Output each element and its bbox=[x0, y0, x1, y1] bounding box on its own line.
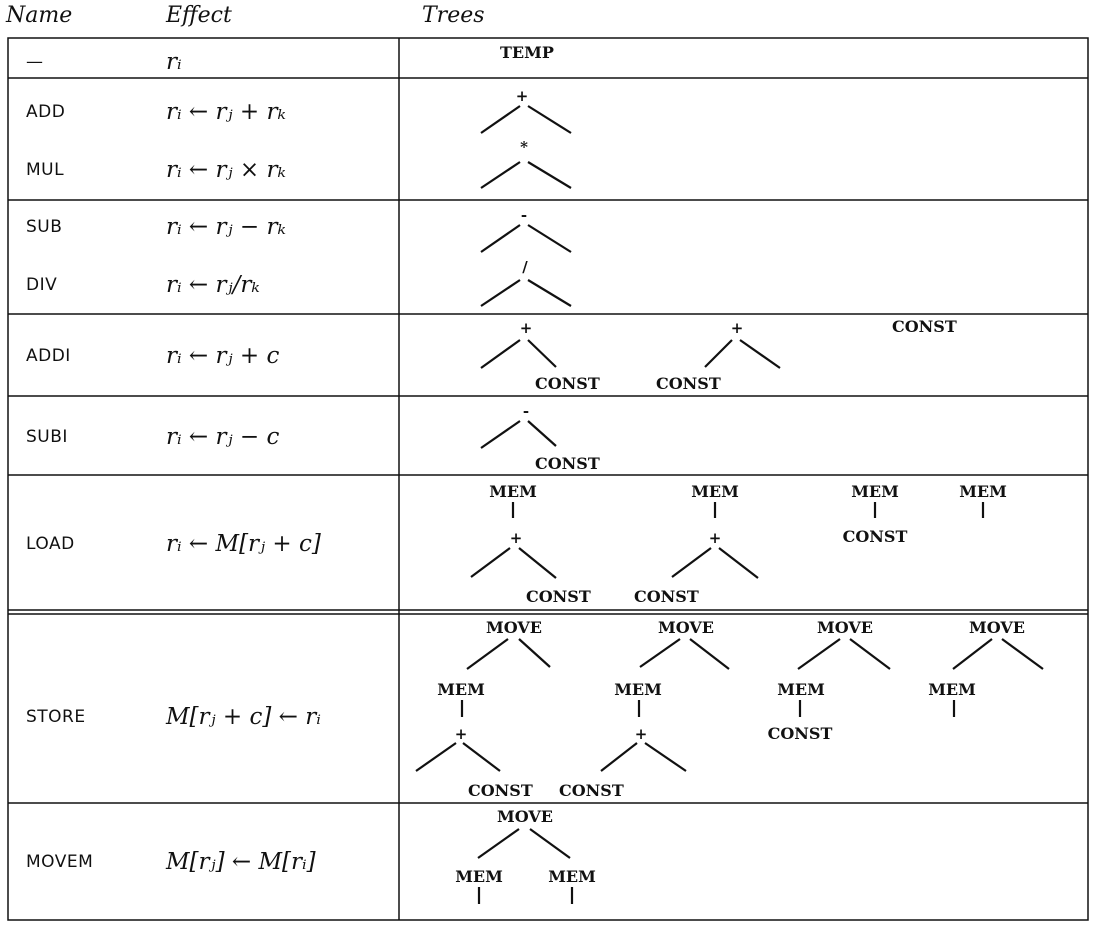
mem-label: MEM bbox=[777, 680, 825, 699]
minus-op: - bbox=[521, 206, 527, 224]
const-label: CONST bbox=[535, 374, 600, 393]
plus-op: + bbox=[635, 725, 648, 743]
plus-op: + bbox=[709, 529, 722, 547]
const-label: CONST bbox=[559, 781, 624, 800]
mem-label: MEM bbox=[959, 482, 1007, 501]
minus-op: - bbox=[523, 402, 529, 420]
row-effect: rᵢ ← rⱼ + rₖ bbox=[166, 99, 286, 125]
mem-label: MEM bbox=[928, 680, 976, 699]
header-effect: Effect bbox=[165, 3, 232, 28]
const-label: CONST bbox=[656, 374, 721, 393]
row-effect: rᵢ ← M[rⱼ + c] bbox=[166, 531, 321, 557]
tree-movem: MOVE MEM MEM bbox=[455, 807, 596, 904]
plus-op: + bbox=[520, 319, 533, 337]
plus-op: + bbox=[510, 529, 523, 547]
row-effect: M[rⱼ] ← M[rᵢ] bbox=[165, 849, 316, 875]
const-label: CONST bbox=[634, 587, 699, 606]
const-label: CONST bbox=[892, 317, 957, 336]
move-label: MOVE bbox=[486, 618, 542, 637]
row-name: STORE bbox=[26, 707, 86, 727]
const-label: CONST bbox=[768, 724, 833, 743]
divide-op: / bbox=[522, 258, 528, 276]
mem-label: MEM bbox=[489, 482, 537, 501]
plus-op: + bbox=[516, 87, 529, 105]
tree-add: + bbox=[480, 87, 572, 134]
row-effect: rᵢ bbox=[166, 49, 182, 75]
table-grid bbox=[7, 37, 1089, 921]
tree-sub: - bbox=[480, 206, 572, 253]
mem-label: MEM bbox=[851, 482, 899, 501]
tree-store-2: MOVE MEM + CONST bbox=[559, 618, 730, 800]
move-label: MOVE bbox=[969, 618, 1025, 637]
tree-addi-2: + CONST bbox=[656, 319, 781, 393]
row-effect: rᵢ ← rⱼ × rₖ bbox=[166, 157, 286, 183]
row-name: DIV bbox=[26, 275, 57, 295]
header-trees: Trees bbox=[422, 3, 485, 28]
plus-op: + bbox=[731, 319, 744, 337]
row-effect: rᵢ ← rⱼ − c bbox=[166, 424, 279, 450]
row-effect: rᵢ ← rⱼ/rₖ bbox=[166, 272, 260, 298]
tree-load-4: MEM bbox=[959, 482, 1007, 518]
row-effect: rᵢ ← rⱼ − rₖ bbox=[166, 214, 286, 240]
row-effect: rᵢ ← rⱼ + c bbox=[166, 343, 279, 369]
row-name: ADDI bbox=[26, 346, 71, 366]
row-name: SUBI bbox=[26, 427, 68, 447]
const-label: CONST bbox=[526, 587, 591, 606]
plus-op: + bbox=[455, 725, 468, 743]
tree-addi-3: CONST bbox=[892, 317, 957, 336]
instruction-names: — ADD MUL SUB DIV ADDI SUBI LOAD STORE M… bbox=[26, 52, 93, 872]
tree-mul: * bbox=[480, 138, 572, 189]
row-name: ADD bbox=[26, 102, 65, 122]
tree-load-1: MEM + CONST bbox=[470, 482, 591, 606]
tree-load-3: MEM CONST bbox=[843, 482, 908, 546]
temp-label: TEMP bbox=[500, 43, 554, 62]
mem-label: MEM bbox=[548, 867, 596, 886]
times-op: * bbox=[520, 138, 528, 156]
tree-store-3: MOVE MEM CONST bbox=[768, 618, 891, 743]
header-name: Name bbox=[5, 3, 72, 28]
mem-label: MEM bbox=[691, 482, 739, 501]
row-name: MOVEM bbox=[26, 852, 93, 872]
tree-subi: - CONST bbox=[480, 402, 600, 473]
tree-load-2: MEM + CONST bbox=[634, 482, 759, 606]
tree-store-4: MOVE MEM bbox=[928, 618, 1044, 717]
row-name: MUL bbox=[26, 160, 64, 180]
mem-label: MEM bbox=[614, 680, 662, 699]
instruction-effects: rᵢ rᵢ ← rⱼ + rₖ rᵢ ← rⱼ × rₖ rᵢ ← rⱼ − r… bbox=[165, 49, 321, 875]
row-name: SUB bbox=[26, 217, 62, 237]
row-effect: M[rⱼ + c] ← rᵢ bbox=[165, 704, 321, 730]
row-name: — bbox=[26, 52, 44, 72]
tree-div: / bbox=[480, 258, 572, 307]
const-label: CONST bbox=[843, 527, 908, 546]
const-label: CONST bbox=[535, 454, 600, 473]
move-label: MOVE bbox=[658, 618, 714, 637]
mem-label: MEM bbox=[455, 867, 503, 886]
mem-label: MEM bbox=[437, 680, 485, 699]
const-label: CONST bbox=[468, 781, 533, 800]
row-name: LOAD bbox=[26, 534, 75, 554]
move-label: MOVE bbox=[497, 807, 553, 826]
tree-addi-1: + CONST bbox=[480, 319, 600, 393]
tree-store-1: MOVE MEM + CONST bbox=[415, 618, 551, 800]
tree-temp: TEMP bbox=[500, 43, 554, 62]
move-label: MOVE bbox=[817, 618, 873, 637]
